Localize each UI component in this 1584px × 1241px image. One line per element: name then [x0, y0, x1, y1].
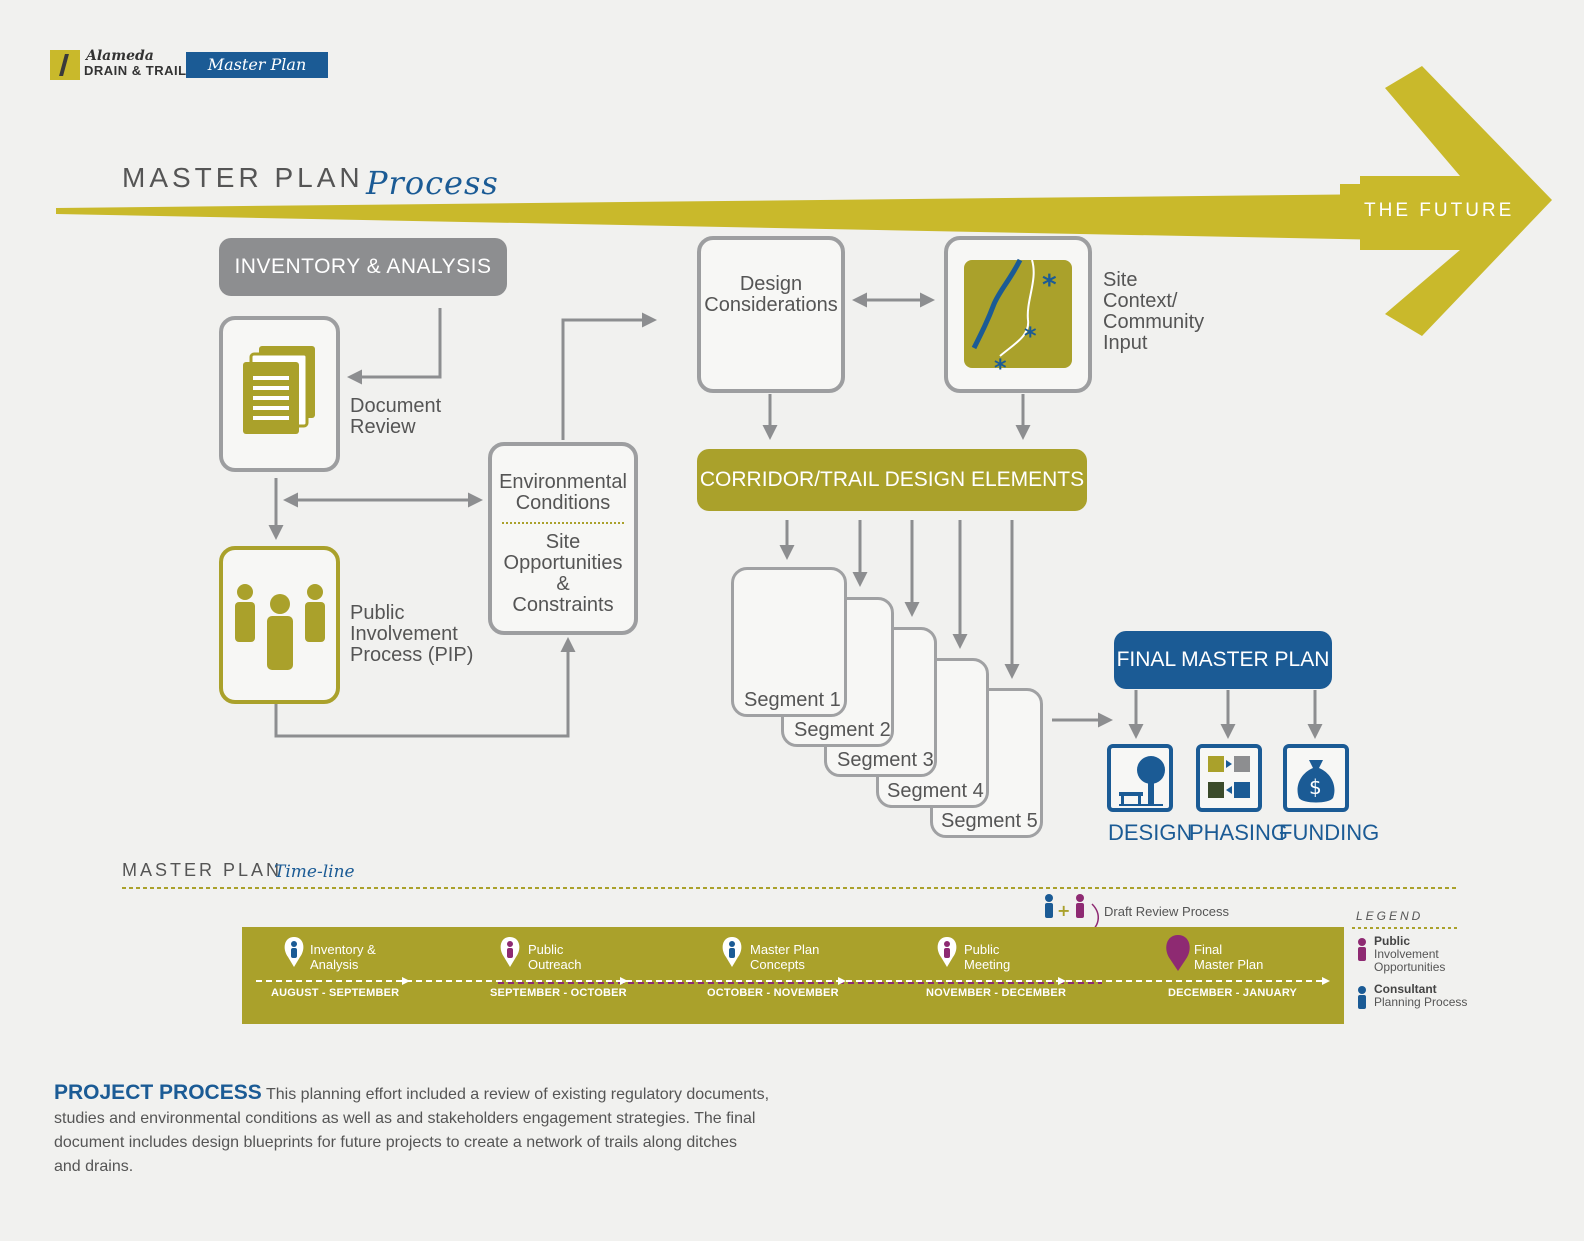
svg-text:+: +	[1057, 901, 1070, 920]
svg-text:$: $	[1309, 775, 1322, 799]
document-review-box	[219, 316, 340, 472]
logo: Alameda DRAIN & TRAIL Master Plan	[50, 48, 328, 80]
final-master-plan-pill: FINAL MASTER PLAN	[1114, 631, 1332, 689]
project-process-body: This planning effort included a review o…	[54, 1086, 770, 1175]
future-arrow	[56, 194, 1390, 240]
timeline-date-5: DECEMBER - JANUARY	[1168, 987, 1298, 999]
site-opportunities-label: Site Opportunities & Constraints	[503, 531, 623, 616]
env-divider	[502, 522, 624, 524]
inventory-analysis-pill: INVENTORY & ANALYSIS	[219, 238, 507, 296]
timeline-event-1: Inventory &Analysis	[310, 942, 376, 972]
tree-bench-icon	[1119, 756, 1165, 806]
timeline-track	[256, 935, 1330, 985]
legend-title: LEGEND	[1356, 909, 1424, 923]
svg-text:*: *	[1024, 322, 1037, 350]
svg-text:*: *	[994, 354, 1007, 382]
logo-mark-icon	[50, 50, 80, 80]
public-involvement-box	[219, 546, 340, 704]
site-context-label: Site Context/ Community Input	[1103, 269, 1205, 354]
money-bag-icon: $	[1297, 760, 1335, 803]
phasing-grid-icon	[1208, 756, 1250, 798]
phasing-output-box	[1196, 744, 1262, 812]
legend-consultant: Consultant Planning Process	[1374, 982, 1468, 1009]
timeline-date-3: OCTOBER - NOVEMBER	[707, 987, 839, 999]
timeline-date-4: NOVEMBER - DECEMBER	[926, 987, 1067, 999]
funding-output-label: FUNDING	[1279, 820, 1380, 845]
logo-master-plan: Master Plan	[186, 52, 328, 78]
documents-icon	[243, 346, 315, 434]
segment-1-card: Segment 1	[731, 567, 847, 717]
funding-output-box: $	[1283, 744, 1349, 812]
legend-public: Public Involvement Opportunities	[1374, 934, 1446, 974]
env-conditions-label: Environmental Conditions	[499, 471, 627, 514]
svg-text:*: *	[1042, 268, 1057, 301]
trail-map-icon: * * *	[964, 258, 1072, 382]
timeline-date-1: AUGUST - SEPTEMBER	[271, 987, 400, 999]
site-context-box: * * *	[944, 236, 1092, 393]
people-icon	[235, 584, 325, 670]
draft-review-label: Draft Review Process	[1104, 904, 1229, 919]
design-considerations-box: Design Considerations	[697, 236, 845, 393]
future-label: THE FUTURE	[1364, 200, 1515, 221]
timeline-title: MASTER PLAN	[122, 860, 283, 880]
project-process-heading: PROJECT PROCESS	[54, 1081, 262, 1104]
document-review-label: Document Review	[350, 395, 442, 438]
logo-name: Alameda	[86, 48, 154, 64]
phasing-output-label: PHASING	[1189, 820, 1289, 845]
timeline-title-script: Time-line	[274, 862, 355, 882]
corridor-trail-design-pill: CORRIDOR/TRAIL DESIGN ELEMENTS	[697, 449, 1087, 511]
design-output-box	[1107, 744, 1173, 812]
page-title: MASTER PLAN	[122, 162, 364, 193]
environmental-conditions-box: Environmental Conditions Site Opportunit…	[488, 442, 638, 635]
timeline-pins	[284, 935, 1190, 971]
pip-label: Public Involvement Process (PIP)	[350, 602, 474, 666]
page-title-script: Process	[366, 164, 499, 202]
logo-subname: DRAIN & TRAIL	[84, 63, 187, 78]
design-output-label: DESIGN	[1108, 820, 1193, 845]
legend-icons	[1358, 938, 1366, 1009]
timeline-date-2: SEPTEMBER - OCTOBER	[490, 987, 627, 999]
